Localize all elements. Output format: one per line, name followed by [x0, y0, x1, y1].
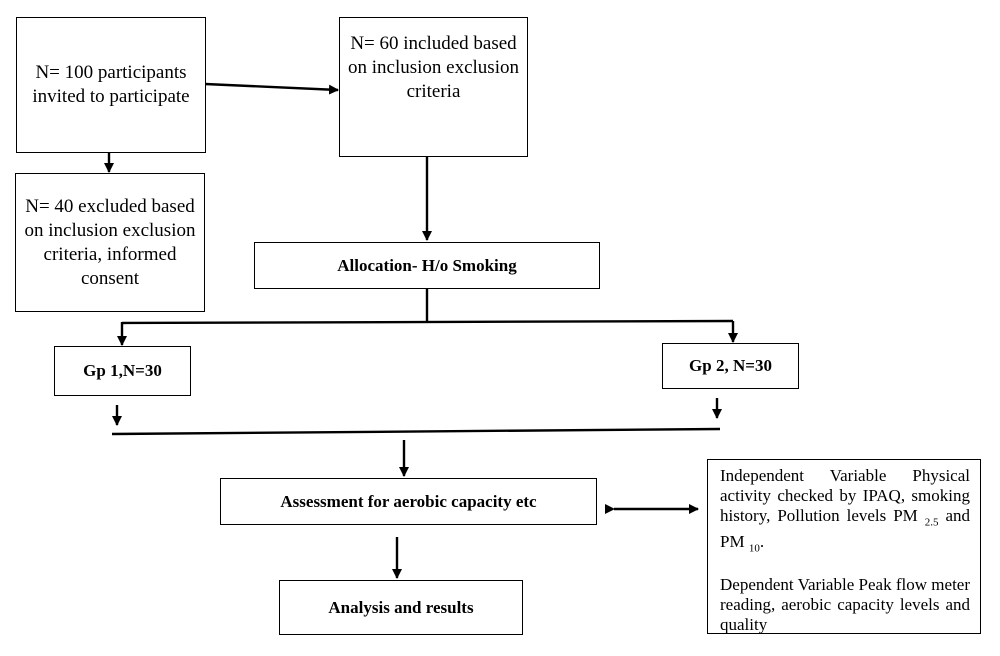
assessment-text: Assessment for aerobic capacity etc — [280, 491, 537, 511]
line-merge — [111, 427, 721, 436]
group1-text: Gp 1,N=30 — [83, 361, 162, 380]
group2-text: Gp 2, N=30 — [689, 356, 772, 375]
invited-box: N= 100 participants invited to participa… — [16, 17, 206, 153]
assessment-box: Assessment for aerobic capacity etc — [220, 478, 597, 525]
group1-box: Gp 1,N=30 — [54, 346, 191, 396]
excluded-box: N= 40 excluded based on inclusion exclus… — [15, 173, 205, 312]
independent-variable-text: Independent Variable Physical activity c… — [720, 466, 970, 555]
allocation-text: Allocation- H/o Smoking — [337, 255, 517, 275]
analysis-box: Analysis and results — [279, 580, 523, 635]
invited-text: N= 100 participants invited to participa… — [32, 62, 190, 107]
included-box: N= 60 included based on inclusion exclus… — [339, 17, 528, 157]
dependent-variable-text: Dependent Variable Peak flow meter readi… — [720, 574, 970, 634]
line-split — [121, 319, 734, 325]
analysis-text: Analysis and results — [328, 597, 474, 617]
allocation-box: Allocation- H/o Smoking — [254, 242, 600, 289]
variables-box: Independent Variable Physical activity c… — [707, 459, 981, 634]
excluded-text: N= 40 excluded based on inclusion exclus… — [24, 195, 196, 289]
included-text: N= 60 included based on inclusion exclus… — [348, 33, 519, 102]
group2-box: Gp 2, N=30 — [662, 343, 799, 389]
arrow-invited-to-included — [204, 82, 339, 95]
